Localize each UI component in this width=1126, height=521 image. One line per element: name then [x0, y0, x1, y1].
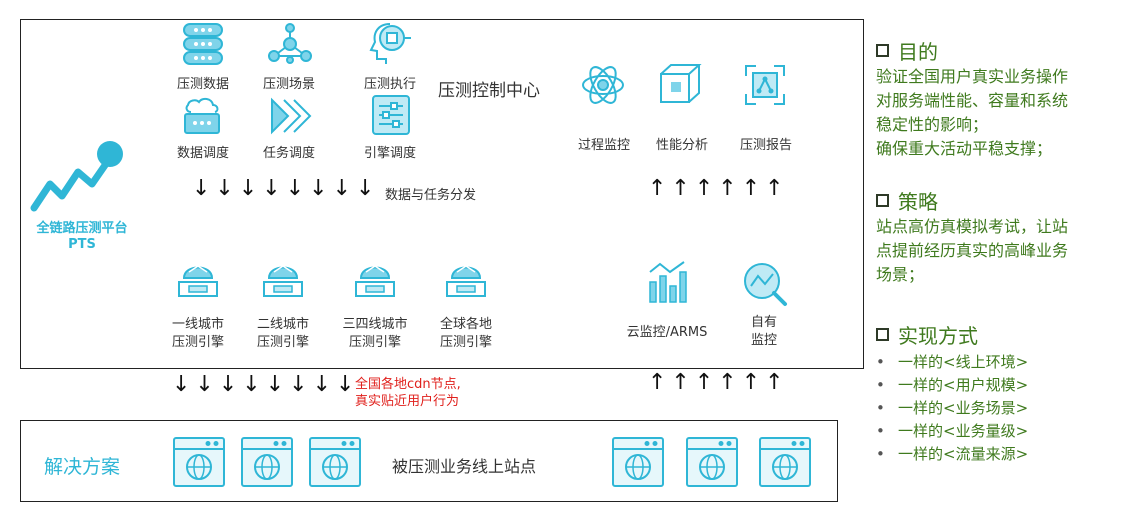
engine-sliders-icon: [369, 94, 413, 136]
database-icon: [180, 22, 226, 66]
browser-globe-icon: [172, 436, 226, 488]
purpose-line: 确保重大活动平稳支撑；: [876, 139, 1053, 158]
solution-label: 解决方案: [44, 456, 121, 478]
browser-globe-icon: [611, 436, 665, 488]
strategy-line: 场景；: [876, 265, 925, 284]
impl-item: •一样的<业务场景>: [876, 399, 1029, 417]
impl-item: •一样的<流量来源>: [876, 445, 1029, 463]
platform-abbrev: PTS: [68, 237, 96, 252]
metrics-up-arrows: ↑↑↑↑↑↑: [648, 370, 789, 395]
control-center-frame: [20, 19, 864, 369]
target-site-title: 被压测业务线上站点: [392, 457, 537, 476]
atom-icon: [580, 62, 626, 108]
cloud-monitor-label: 云监控/ARMS: [626, 325, 708, 340]
cube-icon: [657, 62, 703, 108]
self-monitor-label-sub: 监控: [750, 333, 777, 348]
engine-label-tier1-sub: 压测引擎: [171, 335, 224, 350]
purpose-line: 验证全国用户真实业务操作: [876, 67, 1069, 86]
purpose-line: 对服务端性能、容量和系统: [876, 91, 1069, 110]
impl-item: •一样的<业务量级>: [876, 422, 1029, 440]
monitor-up-arrows: ↑↑↑↑↑↑: [648, 176, 789, 201]
dispatch-note: 数据与任务分发: [385, 188, 477, 203]
engine-label-global: 全球各地: [439, 317, 492, 332]
square-bullet-icon: [876, 44, 889, 57]
item-label-data-dispatch: 数据调度: [176, 146, 229, 161]
impl-item: •一样的<线上环境>: [876, 353, 1029, 371]
network-graph-icon: [266, 22, 314, 66]
engine-label-tier3-sub: 压测引擎: [348, 335, 401, 350]
square-bullet-icon: [876, 328, 889, 341]
engine-label-global-sub: 压测引擎: [439, 335, 492, 350]
report-icon: [742, 62, 788, 108]
trend-line-icon: [30, 140, 130, 215]
self-monitor-label: 自有: [750, 315, 777, 330]
implementation-section: 实现方式 •一样的<线上环境> •一样的<用户规模> •一样的<业务场景> •一…: [876, 320, 1121, 466]
engine-label-tier1: 一线城市: [171, 317, 224, 332]
engine-label-tier2-sub: 压测引擎: [256, 335, 309, 350]
dispatch-arrows: ↓↓↓↓↓↓↓↓: [192, 176, 380, 201]
magnifier-chart-icon: [741, 260, 789, 308]
monitor-label-report: 压测报告: [739, 138, 792, 153]
item-label-test-data: 压测数据: [176, 77, 229, 92]
control-center-title: 压测控制中心: [438, 81, 540, 101]
item-label-test-scenario: 压测场景: [262, 77, 315, 92]
engine-label-tier2: 二线城市: [256, 317, 309, 332]
monitor-label-performance: 性能分析: [655, 138, 708, 153]
browser-globe-icon: [758, 436, 812, 488]
strategy-title: 策略: [898, 190, 938, 214]
target-sites-frame: [20, 420, 838, 502]
cloud-data-icon: [181, 96, 223, 136]
engine-label-tier3: 三四线城市: [342, 317, 408, 332]
browser-globe-icon: [308, 436, 362, 488]
monitor-label-process: 过程监控: [577, 138, 630, 153]
engine-node-icon: [443, 256, 489, 302]
strategy-line: 点提前经历真实的高峰业务: [876, 241, 1069, 260]
platform-name: 全链路压测平台: [36, 221, 128, 236]
cdn-note-sub: 真实贴近用户行为: [355, 394, 460, 409]
forward-arrows-icon: [268, 96, 312, 136]
bar-chart-icon: [646, 258, 692, 306]
strategy-section: 策略 站点高仿真模拟考试，让站 点提前经历真实的高峰业务 场景；: [876, 186, 1121, 287]
square-bullet-icon: [876, 194, 889, 207]
cdn-note: 全国各地cdn节点,: [355, 377, 461, 392]
browser-globe-icon: [685, 436, 739, 488]
strategy-line: 站点高仿真模拟考试，让站: [876, 217, 1069, 236]
item-label-engine-dispatch: 引擎调度: [363, 146, 416, 161]
engine-node-icon: [175, 256, 221, 302]
browser-globe-icon: [240, 436, 294, 488]
impl-item: •一样的<用户规模>: [876, 376, 1029, 394]
item-label-task-dispatch: 任务调度: [262, 146, 315, 161]
purpose-section: 目的 验证全国用户真实业务操作 对服务端性能、容量和系统 稳定性的影响； 确保重…: [876, 36, 1121, 161]
impl-title: 实现方式: [898, 324, 978, 348]
engine-node-icon: [352, 256, 398, 302]
engine-node-icon: [260, 256, 306, 302]
ai-head-icon: [368, 20, 414, 66]
purpose-title: 目的: [898, 40, 938, 64]
traffic-down-arrows: ↓↓↓↓↓↓↓↓: [172, 372, 360, 397]
item-label-test-execute: 压测执行: [363, 77, 416, 92]
purpose-line: 稳定性的影响；: [876, 115, 989, 134]
